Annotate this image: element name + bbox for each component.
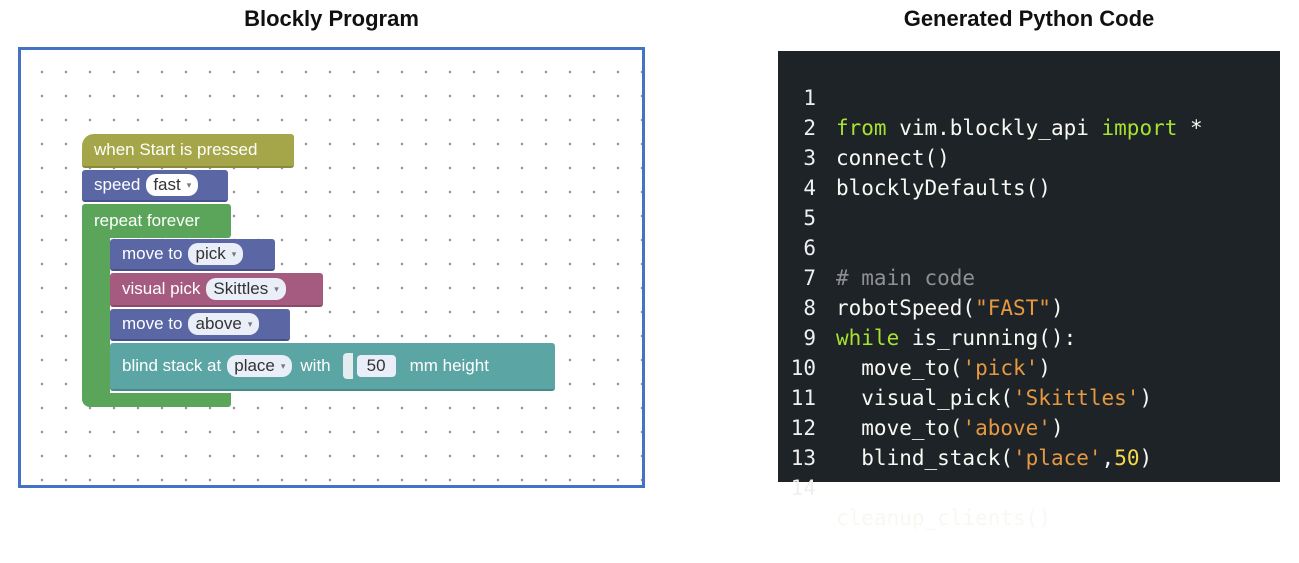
line-number: 5 [803, 206, 816, 230]
code-line: 4 [778, 143, 1280, 200]
code-text: ) [1139, 386, 1153, 410]
comment-token: # main code [836, 266, 976, 290]
code-line: 9 move_to('pick') [778, 293, 1280, 380]
visual-pick-dropdown[interactable]: Skittles ▾ [206, 278, 286, 300]
line-number: 9 [803, 326, 816, 350]
code-line: 1 from vim.blockly_api import * [778, 53, 1280, 140]
blockly-workspace[interactable]: when Start is pressed speed fast ▾ repea… [18, 47, 645, 488]
speed-dropdown-value: fast [153, 175, 181, 194]
move-to-dropdown-value: above [195, 314, 242, 333]
code-text: ) [1050, 416, 1064, 440]
when-start-pressed-label: when Start is pressed [94, 140, 258, 159]
visual-pick-label: visual pick [122, 279, 201, 298]
move-to-dropdown-value: pick [195, 244, 226, 263]
speed-dropdown[interactable]: fast ▾ [146, 174, 199, 196]
line-number: 2 [803, 116, 816, 140]
height-number-value: 50 [366, 356, 386, 375]
visual-pick-block[interactable]: visual pick Skittles ▾ [110, 273, 323, 307]
move-to-dropdown[interactable]: pick ▾ [188, 243, 244, 265]
code-text: blind_stack( [836, 446, 1014, 470]
blind-stack-block[interactable]: blind stack at place ▾ with 50 mm height [110, 343, 555, 391]
code-text: cleanup_clients() [836, 506, 1051, 530]
code-line: 14 cleanup_clients() [778, 443, 1280, 530]
star-token: * [1177, 116, 1203, 140]
string-token: "FAST" [975, 296, 1051, 320]
line-number: 6 [803, 236, 816, 260]
blind-stack-dropdown-value: place [234, 356, 275, 375]
chevron-down-icon: ▾ [247, 318, 253, 329]
visual-pick-dropdown-value: Skittles [213, 279, 269, 298]
line-number: 8 [803, 296, 816, 320]
move-to-above-block[interactable]: move to above ▾ [110, 309, 290, 341]
chevron-down-icon: ▾ [280, 360, 286, 371]
code-text: blocklyDefaults() [836, 176, 1051, 200]
with-label: with [300, 356, 331, 375]
move-to-label: move to [122, 244, 183, 263]
code-text: is_running(): [899, 326, 1077, 350]
line-number: 4 [803, 176, 816, 200]
code-line: 11 move_to('above') [778, 353, 1280, 440]
code-line: 7 robotSpeed("FAST") [778, 233, 1280, 320]
code-line: 5 [778, 173, 1280, 230]
generated-code-title: Generated Python Code [903, 6, 1155, 31]
code-text: move_to( [836, 356, 963, 380]
speed-label: speed [94, 175, 141, 194]
number-input-socket [342, 353, 353, 379]
repeat-forever-block[interactable]: repeat forever [82, 204, 231, 409]
when-start-pressed-block[interactable]: when Start is pressed [82, 134, 294, 168]
code-text: , [1101, 446, 1115, 470]
python-code-panel[interactable]: 1 from vim.blockly_api import * 2 connec… [778, 51, 1280, 530]
repeat-forever-footer [82, 393, 231, 407]
code-line: 8 while is_running(): [778, 263, 1280, 350]
string-token: 'pick' [962, 356, 1039, 380]
code-line: 6 # main code [778, 203, 1280, 290]
keyword-token: import [1101, 116, 1178, 140]
keyword-token: while [836, 326, 900, 350]
speed-block[interactable]: speed fast ▾ [82, 170, 228, 202]
move-to-label: move to [122, 314, 183, 333]
string-token: 'Skittles' [1013, 386, 1140, 410]
code-line: 10 visual_pick('Skittles') [778, 323, 1280, 410]
keyword-token: from [836, 116, 887, 140]
code-line: 12 blind_stack('place',50) [778, 383, 1280, 470]
code-text: move_to( [836, 416, 963, 440]
repeat-forever-arm [82, 237, 110, 395]
move-to-pick-block[interactable]: move to pick ▾ [110, 239, 275, 271]
code-text: visual_pick( [836, 386, 1014, 410]
repeat-forever-label: repeat forever [94, 211, 200, 230]
string-token: 'above' [962, 416, 1051, 440]
chevron-down-icon: ▾ [231, 248, 237, 259]
code-text: ) [1038, 356, 1051, 380]
module-token: vim.blockly_api [886, 116, 1102, 140]
mm-height-label: mm height [409, 356, 489, 375]
chevron-down-icon: ▾ [186, 179, 192, 190]
line-number: 1 [803, 86, 816, 110]
string-token: 'place' [1013, 446, 1102, 470]
line-number: 13 [790, 446, 816, 470]
blind-stack-label: blind stack at [122, 356, 222, 375]
line-number: 11 [790, 386, 816, 410]
code-line: 13 [778, 413, 1280, 470]
blind-stack-dropdown[interactable]: place ▾ [227, 355, 293, 377]
line-number: 14 [790, 476, 816, 500]
code-text: robotSpeed( [836, 296, 976, 320]
code-text: connect() [836, 146, 950, 170]
line-number: 10 [790, 356, 816, 380]
code-text: ) [1050, 296, 1064, 320]
line-number: 3 [803, 146, 816, 170]
line-number: 7 [803, 266, 816, 290]
number-token: 50 [1114, 446, 1140, 470]
repeat-forever-header: repeat forever [82, 204, 231, 238]
line-number: 12 [790, 416, 816, 440]
blockly-program-title: Blockly Program [244, 6, 419, 31]
chevron-down-icon: ▾ [274, 283, 279, 294]
code-line: 2 connect() [778, 83, 1280, 170]
move-to-dropdown[interactable]: above ▾ [188, 313, 260, 335]
height-number-input[interactable]: 50 [356, 355, 396, 377]
code-line: 3 blocklyDefaults() [778, 113, 1280, 200]
code-text: ) [1139, 446, 1153, 470]
